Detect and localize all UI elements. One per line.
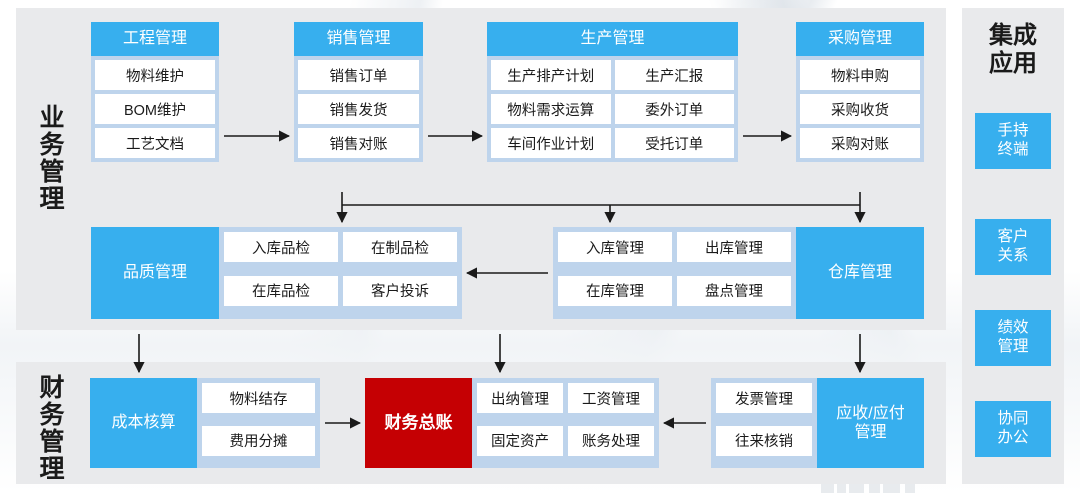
app-collaborative-office-line1: 协同 bbox=[997, 410, 1029, 428]
module-instock-management[interactable]: 在库管理 bbox=[558, 275, 672, 306]
group-receivable-payable-header-line1: 应收/应付 bbox=[836, 404, 905, 422]
app-performance-management-line1: 绩效 bbox=[997, 319, 1029, 337]
module-outsourcing-order[interactable]: 委外订单 bbox=[614, 94, 734, 124]
app-collaborative-office[interactable]: 协同 办公 bbox=[975, 401, 1051, 457]
app-handheld-terminal-line2: 终端 bbox=[997, 141, 1029, 158]
group-receivable-payable[interactable]: 发票管理 往来核销 应收/应付 管理 bbox=[711, 378, 924, 468]
group-quality[interactable]: 品质管理 入库品检 在制品检 在库品检 客户投诉 bbox=[91, 227, 462, 319]
integrated-apps-title-line1: 集成 bbox=[989, 22, 1037, 49]
group-receivable-payable-header: 应收/应付 管理 bbox=[817, 378, 924, 468]
module-material-balance[interactable]: 物料结存 bbox=[202, 383, 315, 413]
app-performance-management[interactable]: 绩效 管理 bbox=[975, 310, 1051, 366]
module-inbound-management[interactable]: 入库管理 bbox=[558, 232, 672, 262]
business-section-label: 业务管理 bbox=[36, 104, 64, 212]
module-sales-delivery[interactable]: 销售发货 bbox=[298, 94, 419, 124]
module-customer-complaint[interactable]: 客户投诉 bbox=[343, 275, 457, 306]
group-production-header: 生产管理 bbox=[487, 22, 738, 56]
module-sales-reconciliation[interactable]: 销售对账 bbox=[298, 128, 419, 158]
group-general-ledger-header: 财务总账 bbox=[365, 378, 472, 468]
group-general-ledger[interactable]: 财务总账 出纳管理 工资管理 固定资产 账务处理 bbox=[365, 378, 659, 468]
group-cost-accounting[interactable]: 成本核算 物料结存 费用分摊 bbox=[90, 378, 320, 468]
module-mrp-calculation[interactable]: 物料需求运算 bbox=[491, 94, 611, 124]
app-customer-relations-line2: 关系 bbox=[997, 247, 1029, 264]
module-process-document[interactable]: 工艺文档 bbox=[95, 128, 215, 158]
integrated-apps-title: 集成 应用 bbox=[962, 22, 1064, 79]
finance-section-label: 财务管理 bbox=[36, 374, 64, 482]
group-purchasing-header: 采购管理 bbox=[796, 22, 924, 56]
group-sales-header: 销售管理 bbox=[294, 22, 423, 56]
module-bom-maintenance[interactable]: BOM维护 bbox=[95, 94, 215, 124]
group-cost-accounting-header: 成本核算 bbox=[90, 378, 197, 468]
module-wip-inspection[interactable]: 在制品检 bbox=[343, 232, 457, 262]
integrated-apps-title-line2: 应用 bbox=[989, 50, 1037, 78]
module-sales-order[interactable]: 销售订单 bbox=[298, 60, 419, 90]
app-customer-relations-line1: 客户 bbox=[997, 228, 1029, 246]
module-purchase-reconciliation[interactable]: 采购对账 bbox=[800, 128, 920, 158]
module-invoice-management[interactable]: 发票管理 bbox=[716, 383, 812, 413]
module-material-requisition[interactable]: 物料申购 bbox=[800, 60, 920, 90]
group-engineering[interactable]: 工程管理 物料维护 BOM维护 工艺文档 bbox=[91, 22, 219, 162]
module-workshop-job-plan[interactable]: 车间作业计划 bbox=[491, 128, 611, 158]
module-stocktaking-management[interactable]: 盘点管理 bbox=[677, 275, 791, 306]
module-cashier-management[interactable]: 出纳管理 bbox=[477, 383, 563, 413]
module-expense-allocation[interactable]: 费用分摊 bbox=[202, 425, 315, 456]
group-engineering-header: 工程管理 bbox=[91, 22, 219, 56]
module-instock-inspection[interactable]: 在库品检 bbox=[224, 275, 338, 306]
module-outbound-management[interactable]: 出库管理 bbox=[677, 232, 791, 262]
module-material-maintenance[interactable]: 物料维护 bbox=[95, 60, 215, 90]
group-purchasing[interactable]: 采购管理 物料申购 采购收货 采购对账 bbox=[796, 22, 924, 162]
module-accounting-processing[interactable]: 账务处理 bbox=[568, 425, 654, 456]
module-fixed-assets[interactable]: 固定资产 bbox=[477, 425, 563, 456]
group-warehouse[interactable]: 入库管理 出库管理 在库管理 盘点管理 仓库管理 bbox=[553, 227, 924, 319]
group-quality-header: 品质管理 bbox=[91, 227, 219, 319]
group-warehouse-header: 仓库管理 bbox=[796, 227, 924, 319]
app-customer-relations[interactable]: 客户 关系 bbox=[975, 219, 1051, 275]
app-handheld-terminal-line1: 手持 bbox=[997, 122, 1029, 140]
app-handheld-terminal[interactable]: 手持 终端 bbox=[975, 113, 1051, 169]
group-receivable-payable-header-line2: 管理 bbox=[854, 424, 887, 441]
group-sales[interactable]: 销售管理 销售订单 销售发货 销售对账 bbox=[294, 22, 423, 162]
module-inbound-inspection[interactable]: 入库品检 bbox=[224, 232, 338, 262]
module-purchase-receipt[interactable]: 采购收货 bbox=[800, 94, 920, 124]
module-production-report[interactable]: 生产汇报 bbox=[614, 60, 734, 90]
module-payroll-management[interactable]: 工资管理 bbox=[568, 383, 654, 413]
module-settlement-writeoff[interactable]: 往来核销 bbox=[716, 425, 812, 456]
group-production[interactable]: 生产管理 生产排产计划 生产汇报 物料需求运算 委外订单 车间作业计划 受托订单 bbox=[487, 22, 738, 162]
app-collaborative-office-line2: 办公 bbox=[997, 429, 1029, 446]
app-performance-management-line2: 管理 bbox=[997, 338, 1029, 355]
module-production-schedule-plan[interactable]: 生产排产计划 bbox=[491, 60, 611, 90]
module-entrusted-order[interactable]: 受托订单 bbox=[614, 128, 734, 158]
